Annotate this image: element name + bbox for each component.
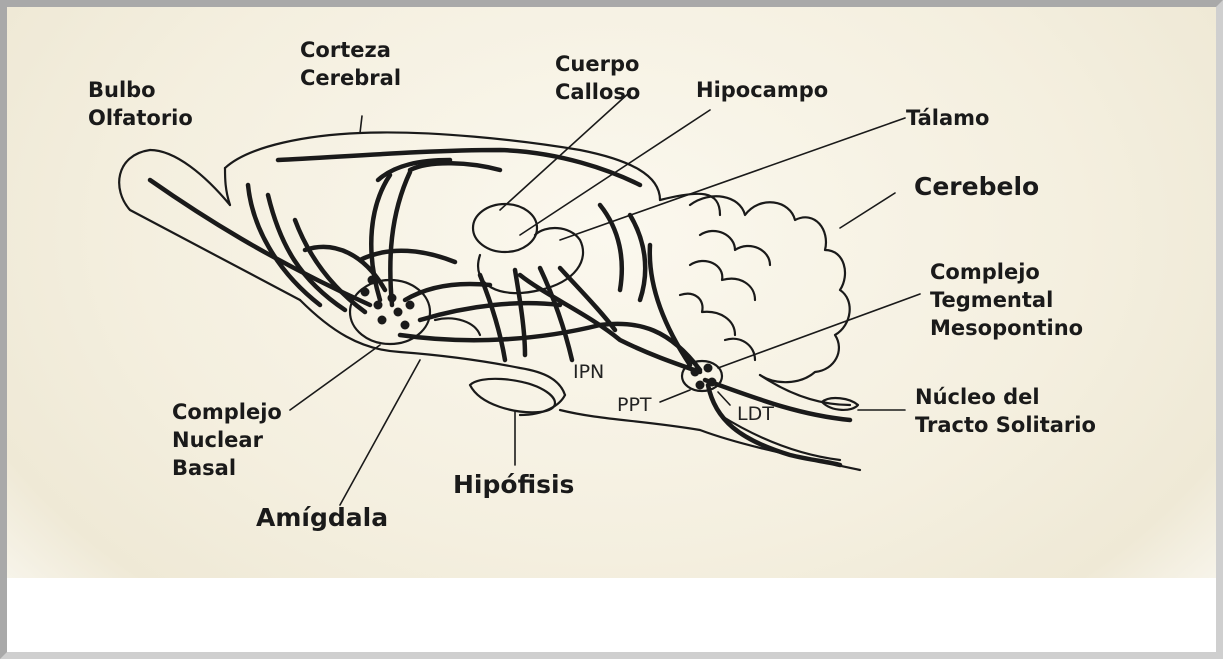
label-cerebelo: Cerebelo: [914, 172, 1039, 202]
label-ldt: LDT: [737, 402, 774, 426]
label-hipofisis: Hipófisis: [453, 470, 574, 500]
label-hipocampo: Hipocampo: [696, 76, 828, 104]
label-talamo: Tálamo: [906, 104, 989, 132]
label-ipn: IPN: [573, 360, 604, 384]
label-ppt: PPT: [617, 393, 652, 417]
label-amigdala: Amígdala: [256, 503, 388, 533]
